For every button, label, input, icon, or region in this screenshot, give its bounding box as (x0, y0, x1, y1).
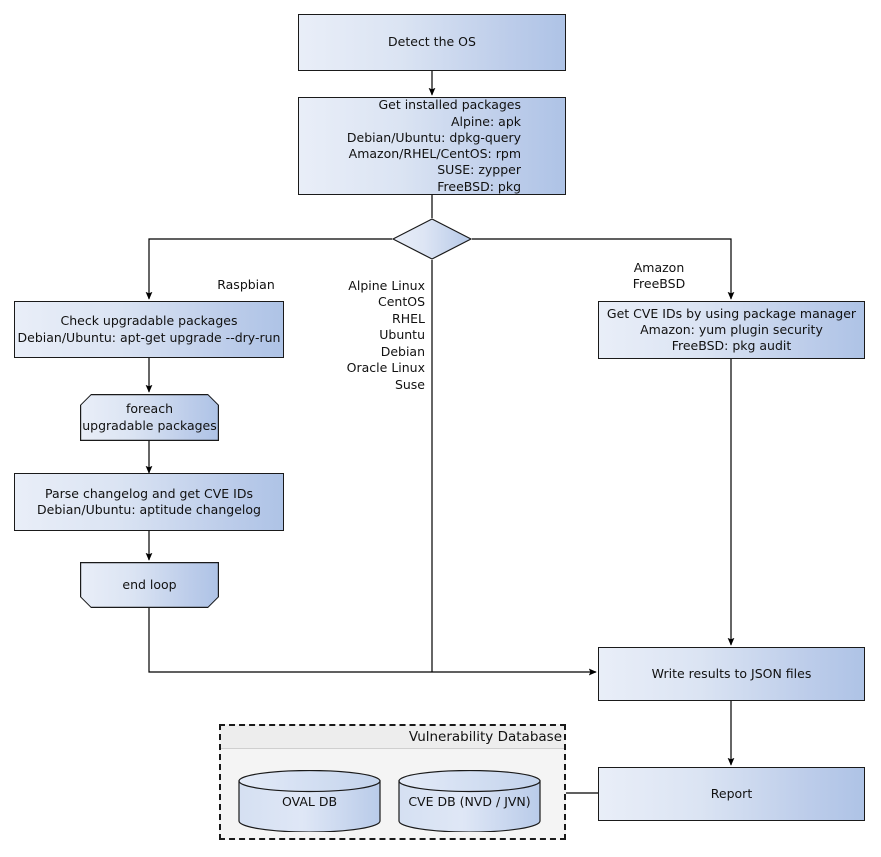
node-get-cve-package-manager-label: Get CVE IDs by using package manager Ama… (606, 305, 857, 354)
database-cve-db-label: CVE DB (NVD / JVN) (408, 794, 531, 809)
node-detect-os-label: Detect the OS (388, 34, 476, 50)
node-write-results-label: Write results to JSON files (651, 665, 812, 681)
edge-endloop-to-write (148, 608, 597, 676)
edge-label-center-distros-text: Alpine Linux CentOS RHEL Ubuntu Debian O… (346, 277, 425, 392)
node-get-installed-packages-label: Get installed packages Alpine: apk Debia… (346, 97, 521, 194)
node-end-loop[interactable]: end loop (80, 562, 219, 608)
node-report[interactable]: Report (598, 767, 865, 821)
node-parse-changelog-label: Parse changelog and get CVE IDs Debian/U… (37, 485, 261, 517)
node-report-label: Report (710, 785, 753, 801)
node-get-cve-package-manager[interactable]: Get CVE IDs by using package manager Ama… (598, 301, 865, 359)
node-check-upgradable-label: Check upgradable packages Debian/Ubuntu:… (17, 313, 281, 345)
cylinder-shape (238, 769, 381, 833)
vulnerability-database-header: Vulnerability Database (221, 726, 564, 749)
node-get-installed-packages[interactable]: Get installed packages Alpine: apk Debia… (298, 97, 566, 195)
edge-label-amazon-freebsd: Amazon FreeBSD (600, 243, 718, 293)
database-oval-db[interactable]: OVAL DB (238, 769, 381, 833)
node-parse-changelog[interactable]: Parse changelog and get CVE IDs Debian/U… (14, 473, 284, 531)
node-end-loop-label: end loop (122, 576, 177, 592)
node-write-results[interactable]: Write results to JSON files (598, 647, 865, 701)
edge-label-raspbian-text: Raspbian (217, 276, 275, 292)
node-foreach-loop[interactable]: foreach upgradable packages (80, 394, 219, 441)
database-oval-db-label: OVAL DB (281, 794, 338, 809)
node-check-upgradable[interactable]: Check upgradable packages Debian/Ubuntu:… (14, 301, 284, 358)
diamond-shape (391, 218, 473, 260)
vulnerability-database-title: Vulnerability Database (408, 729, 562, 745)
node-detect-os[interactable]: Detect the OS (298, 14, 566, 71)
edge-label-raspbian: Raspbian (156, 260, 336, 293)
node-foreach-loop-label: foreach upgradable packages (82, 401, 217, 433)
database-cve-db[interactable]: CVE DB (NVD / JVN) (398, 769, 541, 833)
cylinder-shape (398, 769, 541, 833)
edge-label-amazon-freebsd-text: Amazon FreeBSD (632, 259, 686, 292)
node-os-decision[interactable] (391, 218, 473, 260)
vulnerability-database-container: Vulnerability Database (219, 724, 566, 840)
edge-label-center-distros: Alpine Linux CentOS RHEL Ubuntu Debian O… (260, 261, 425, 393)
